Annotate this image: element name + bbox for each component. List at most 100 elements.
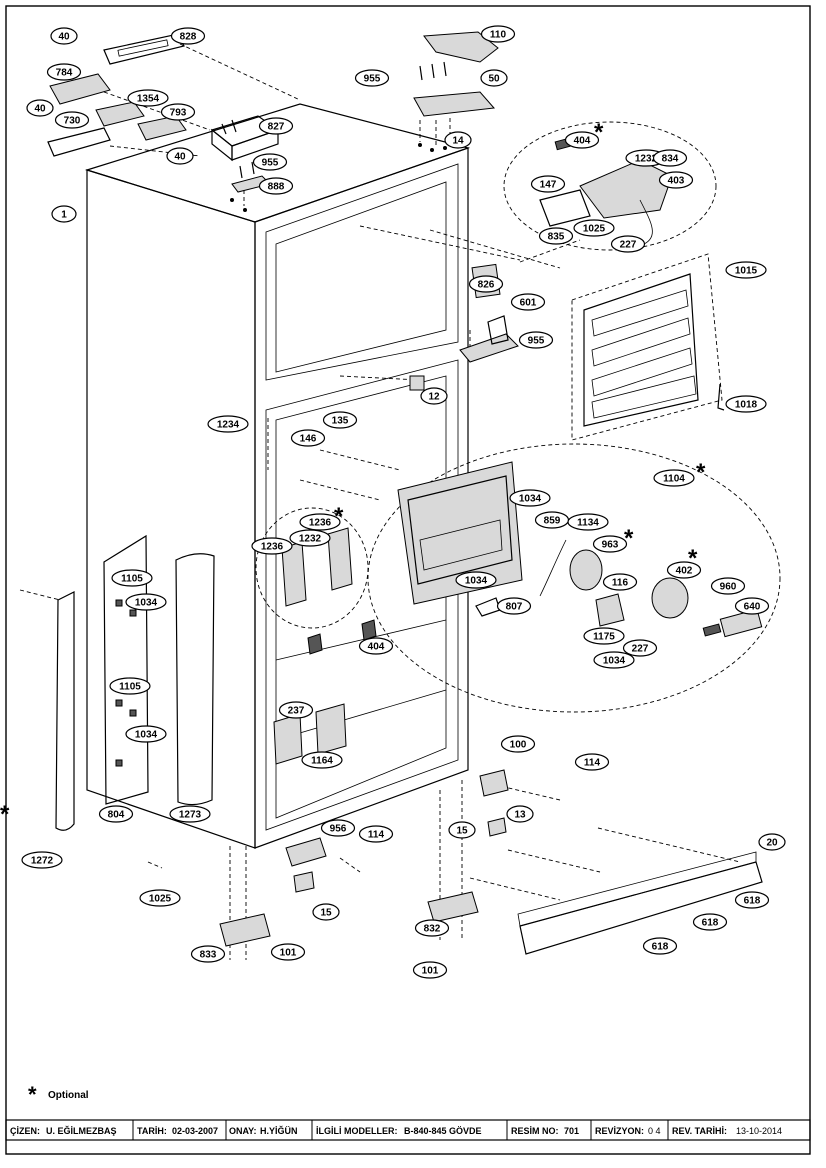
optional-note: Optional [48,1090,89,1101]
part-number: 888 [268,182,285,193]
part-label-bubble [622,639,658,657]
drawing-no-value: 701 [564,1126,579,1136]
part-label-bubble [46,63,82,81]
part-number: 114 [368,830,385,841]
part-label: 618 [642,937,678,955]
top-control-parts [47,31,499,193]
part-number: 100 [510,740,527,751]
part-label: 832 [414,919,450,937]
part-number: 1232 [299,534,322,545]
part-label: 1272 [21,851,63,869]
part-number: 114 [584,758,601,769]
part-label-bubble [444,131,472,149]
part-label: 1354 [127,89,169,107]
part-label-bubble [289,529,331,547]
part-label: 1105 [111,569,153,587]
part-label: 402 [666,561,702,579]
part-label: 101 [412,961,448,979]
part-number: 40 [34,104,46,115]
part-number: 1025 [583,224,606,235]
part-number: 1175 [593,632,615,643]
part-label: 1 [51,205,77,223]
part-label: 955 [354,69,390,87]
part-label-bubble [518,331,554,349]
part-label-bubble [251,537,293,555]
part-label: 834 [652,149,688,167]
part-label: 784 [46,63,82,81]
part-label-bubble [468,275,504,293]
part-label: 835 [538,227,574,245]
part-number: 404 [574,136,591,147]
part-label-bubble [166,147,194,165]
part-number: 833 [200,950,217,961]
part-number: 963 [602,540,619,551]
part-label-bubble [602,573,638,591]
svg-text:*: * [624,525,634,552]
part-label-bubble [652,149,688,167]
kick-plate [517,851,763,955]
door-liners [55,534,215,831]
part-label-bubble [169,805,211,823]
part-label-bubble [692,913,728,931]
part-label: 101 [270,943,306,961]
part-label-bubble [574,753,610,771]
part-404-knobs [307,619,377,655]
part-label: 1104 [653,469,695,487]
part-number: 20 [766,838,778,849]
part-label: 640 [734,597,770,615]
part-label-bubble [207,415,249,433]
part-label-bubble [734,597,770,615]
part-number: 618 [744,896,761,907]
part-label: 1105 [109,677,151,695]
part-number: 826 [478,280,495,291]
part-number: 12 [428,392,440,403]
part-label: 827 [258,117,294,135]
part-number: 618 [652,942,669,953]
part-label: 116 [602,573,638,591]
part-label-bubble [170,27,206,45]
part-label-bubble [127,89,169,107]
part-label: 403 [658,171,694,189]
part-number: 404 [368,642,385,653]
part-label: 807 [496,597,532,615]
part-label: 100 [500,735,536,753]
part-label: 826 [468,275,504,293]
part-number: 859 [544,516,561,527]
part-number: 955 [528,336,545,347]
part-label-bubble [109,677,151,695]
part-number: 832 [424,924,441,935]
part-number: 1164 [311,756,333,767]
part-label: 50 [480,69,508,87]
part-number: 1025 [149,894,172,905]
revision-value: 0 4 [648,1126,661,1136]
part-number: 227 [620,240,637,251]
part-number: 1236 [261,542,284,553]
part-label-bubble [455,571,497,589]
part-label-bubble [50,27,78,45]
lower-bracket [273,703,347,765]
lower-hinges-feet [219,769,509,947]
part-number: 14 [452,136,464,147]
part-label-bubble [139,889,181,907]
part-label-bubble [26,99,54,117]
part-label-bubble [538,227,574,245]
part-label: 1034 [509,489,551,507]
part-label: 963 [592,535,628,553]
part-number: 50 [488,74,500,85]
part-label: 833 [190,945,226,963]
part-label-bubble [480,25,516,43]
part-label-bubble [592,535,628,553]
part-label: 1232 [289,529,331,547]
svg-text:*: * [28,1082,37,1107]
part-label: 1018 [725,395,767,413]
evaporator-panel [571,253,725,441]
part-number: 784 [56,68,73,79]
part-label: 618 [692,913,728,931]
part-number: 101 [422,966,439,977]
part-label-bubble [420,387,448,405]
part-label: 40 [26,99,54,117]
svg-text:*: * [0,801,10,828]
part-number: 1034 [135,730,158,741]
